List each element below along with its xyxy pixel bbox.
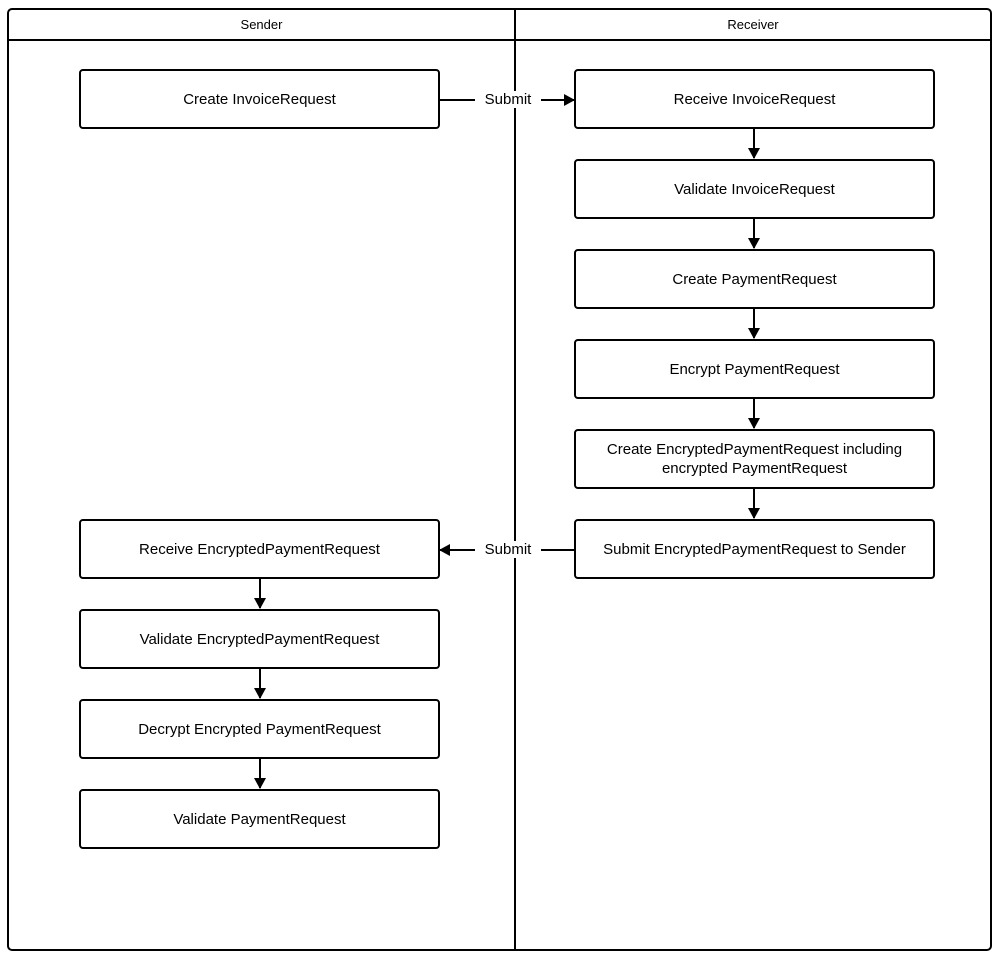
edge-label-submit-return: Submit: [475, 541, 541, 558]
node-validate-encryptedpaymentrequest[interactable]: Validate EncryptedPaymentRequest: [79, 609, 440, 669]
edge-decrypt-to-validate-paymentrequest: [259, 759, 261, 788]
node-label: Validate EncryptedPaymentRequest: [139, 630, 380, 648]
edge-encrypt-to-create-encryptedpaymentrequest: [753, 399, 755, 428]
node-label: Submit EncryptedPaymentRequest to Sender: [603, 540, 906, 558]
node-label: Create PaymentRequest: [672, 270, 837, 288]
node-create-encryptedpaymentrequest[interactable]: Create EncryptedPaymentRequest including…: [574, 429, 935, 489]
node-label: Validate PaymentRequest: [173, 810, 346, 828]
node-decrypt-encrypted-paymentrequest[interactable]: Decrypt Encrypted PaymentRequest: [79, 699, 440, 759]
node-label: Receive EncryptedPaymentRequest: [139, 540, 380, 558]
lane-vertical-divider: [514, 10, 516, 949]
edge-create-encryptedpaymentrequest-to-submit: [753, 489, 755, 518]
node-label: Encrypt PaymentRequest: [669, 360, 840, 378]
node-receive-invoicerequest[interactable]: Receive InvoiceRequest: [574, 69, 935, 129]
edge-create-to-encrypt-paymentrequest: [753, 309, 755, 338]
node-label: Create EncryptedPaymentRequest including…: [606, 441, 903, 477]
node-label: Create InvoiceRequest: [183, 90, 336, 108]
edge-label-submit-forward: Submit: [475, 91, 541, 108]
lane-header-sender: Sender: [240, 17, 283, 32]
node-encrypt-paymentrequest[interactable]: Encrypt PaymentRequest: [574, 339, 935, 399]
node-validate-paymentrequest[interactable]: Validate PaymentRequest: [79, 789, 440, 849]
node-label: Receive InvoiceRequest: [673, 90, 836, 108]
node-create-paymentrequest[interactable]: Create PaymentRequest: [574, 249, 935, 309]
edge-validate-to-decrypt-encryptedpaymentrequest: [259, 669, 261, 698]
edge-validate-invoicerequest-to-create-paymentrequest: [753, 219, 755, 248]
edge-receive-to-validate-encryptedpaymentrequest: [259, 579, 261, 608]
lane-header-receiver: Receiver: [727, 17, 779, 32]
node-create-invoicerequest[interactable]: Create InvoiceRequest: [79, 69, 440, 129]
lane-header-divider: [9, 39, 990, 41]
node-receive-encryptedpaymentrequest[interactable]: Receive EncryptedPaymentRequest: [79, 519, 440, 579]
node-validate-invoicerequest[interactable]: Validate InvoiceRequest: [574, 159, 935, 219]
edge-receive-to-validate-invoicerequest: [753, 129, 755, 158]
node-label: Decrypt Encrypted PaymentRequest: [138, 720, 381, 738]
node-submit-encryptedpaymentrequest-to-sender[interactable]: Submit EncryptedPaymentRequest to Sender: [574, 519, 935, 579]
swimlane-container: Sender Receiver Create InvoiceRequest Re…: [7, 8, 992, 951]
node-label: Validate InvoiceRequest: [674, 180, 835, 198]
